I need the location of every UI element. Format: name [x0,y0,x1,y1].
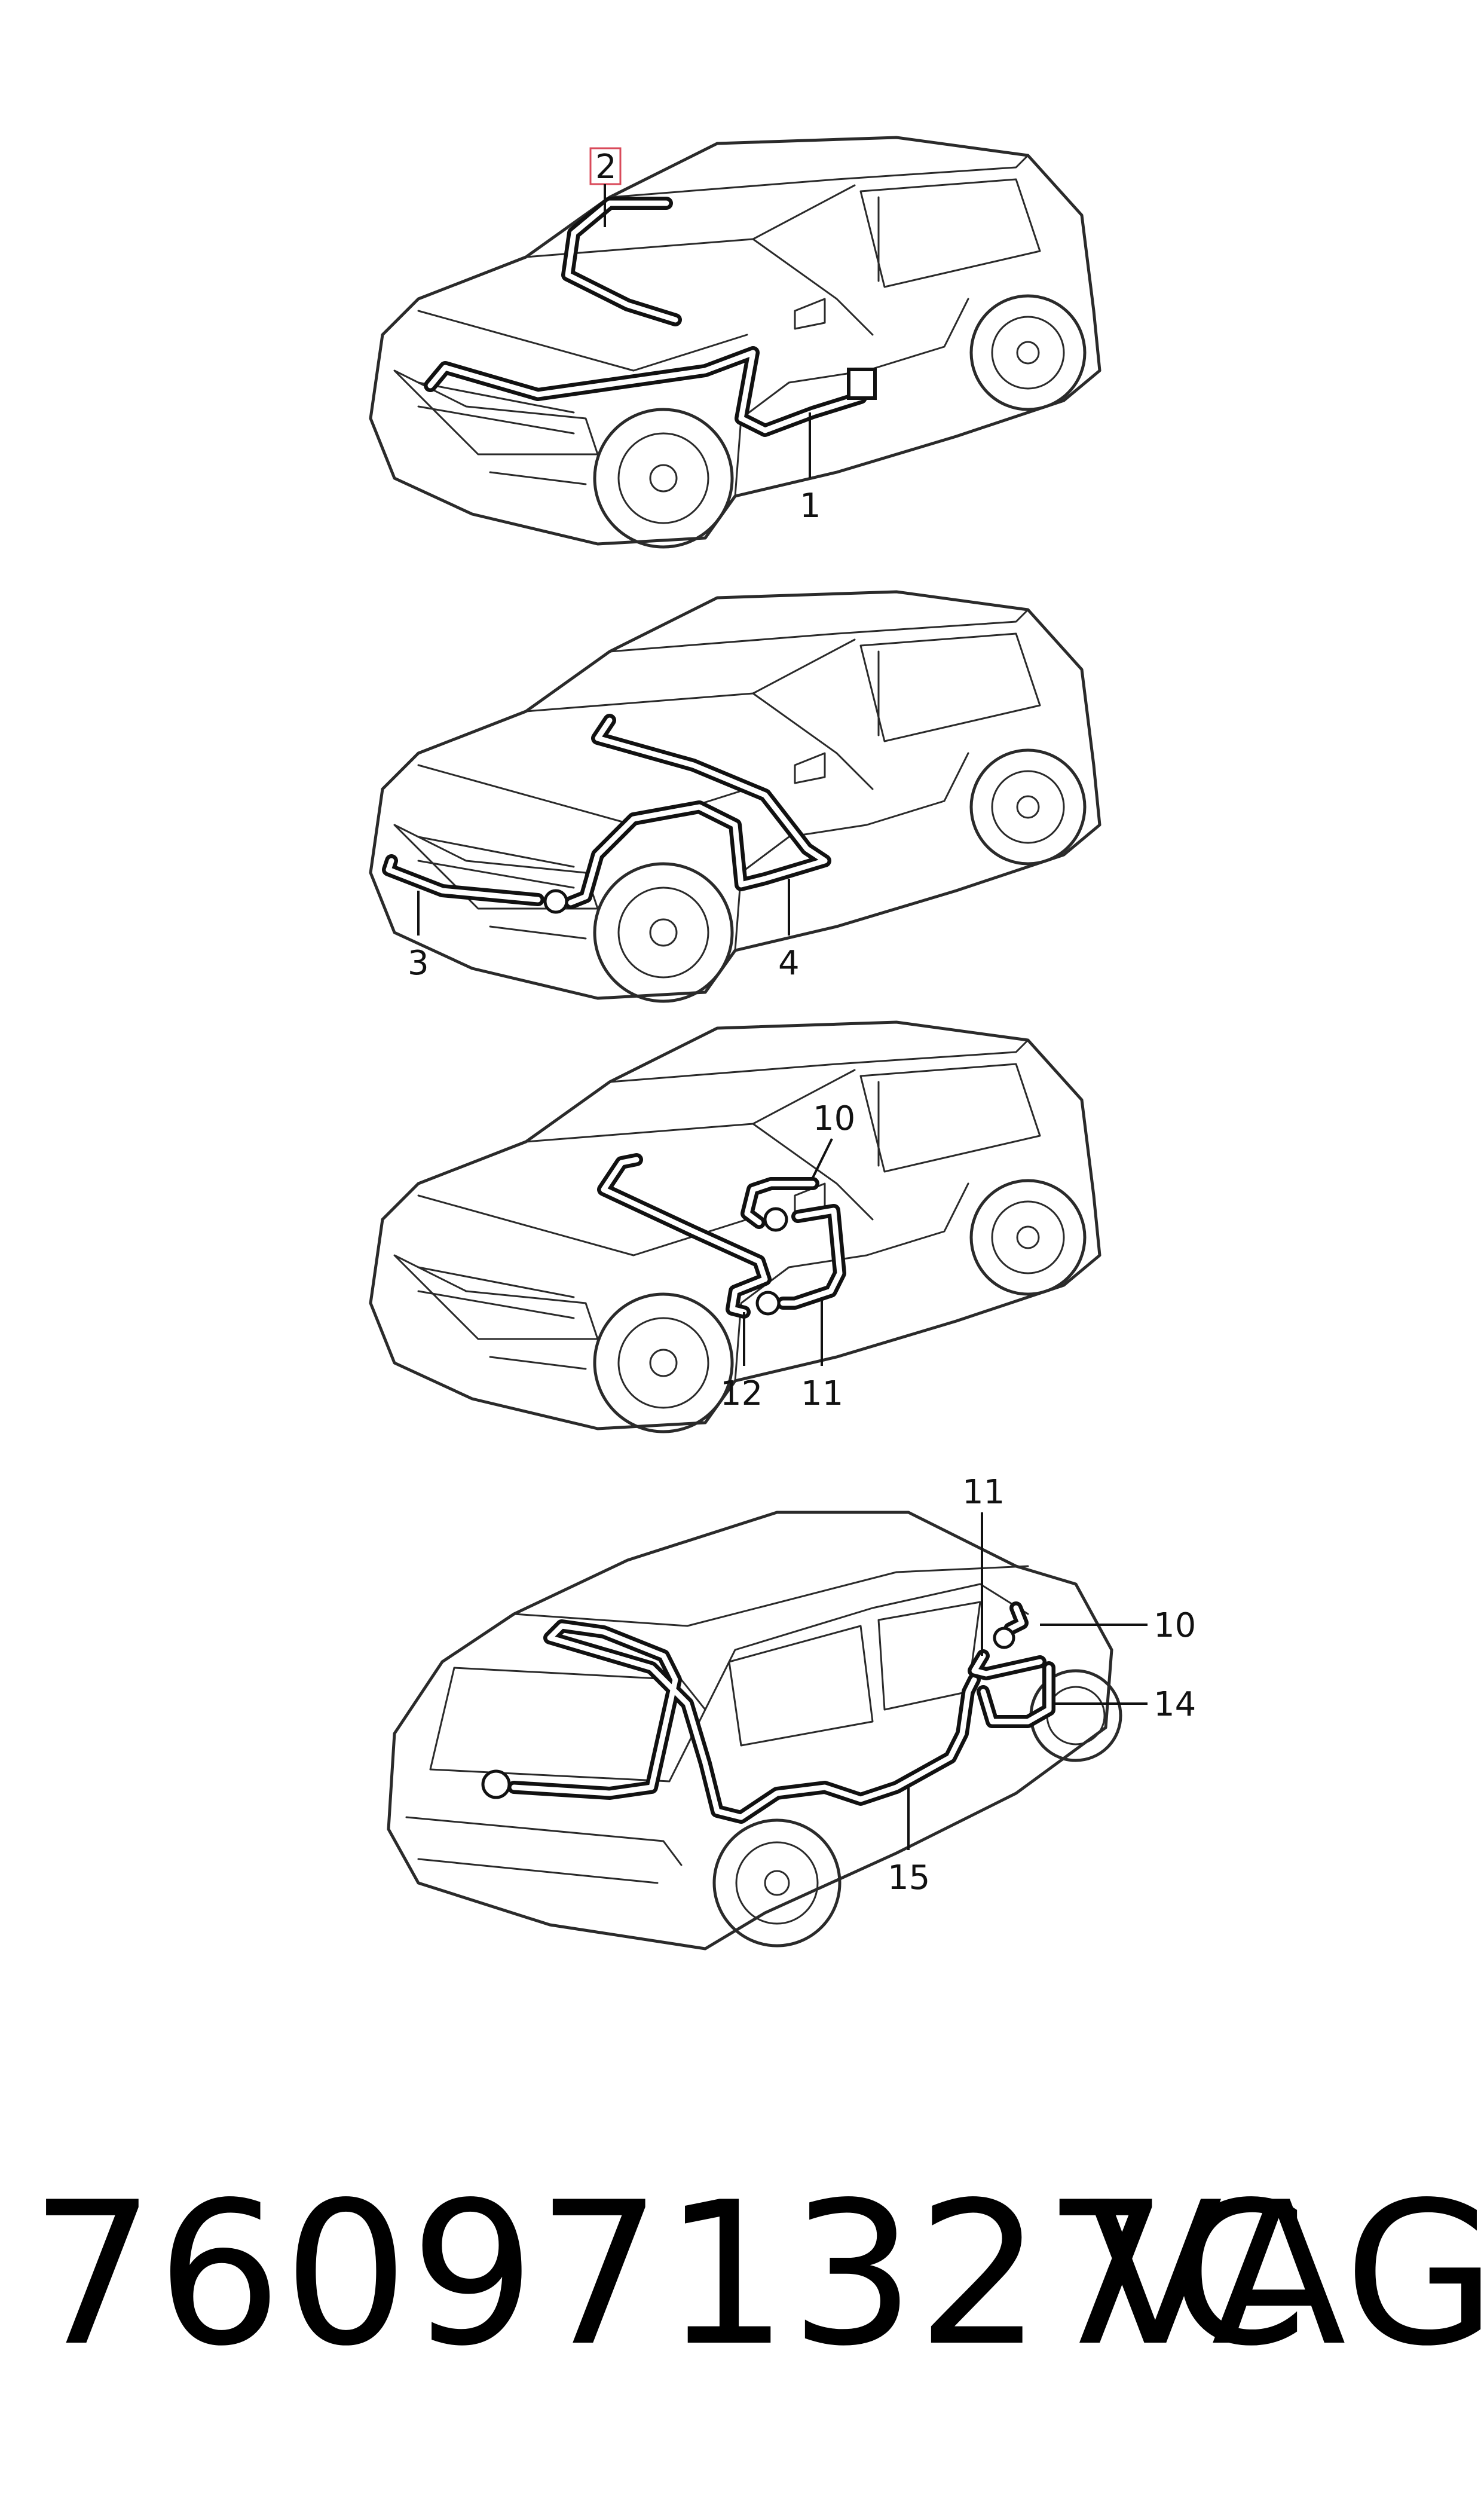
callout-12: 12 [720,1374,763,1413]
callout-10: 10 [813,1099,855,1138]
panel-1-front-view [371,137,1100,547]
panel-2-front-view [371,592,1100,1001]
callout-11: 11 [801,1374,843,1413]
callout-2: 2 [595,148,617,187]
callout-10-rear: 10 [1153,1606,1196,1645]
callout-1: 1 [800,487,821,525]
sensor-icon [543,889,568,914]
sensor-icon [481,1769,511,1799]
callout-15: 15 [888,1858,930,1897]
leader-line-10 [812,1138,833,1178]
sensor-icon [763,1207,788,1232]
panel-4-rear-view [388,1512,1121,1949]
part-number: 760971327C [30,2160,1309,2389]
callout-14: 14 [1153,1685,1196,1724]
sensor-icon [755,1291,781,1316]
callout-4: 4 [778,944,800,983]
connector-icon [847,368,877,400]
brand-label: VAG [1088,2160,1484,2389]
callout-11-rear: 11 [962,1473,1005,1512]
panel-3-front-view [371,1022,1100,1432]
callout-3: 3 [408,944,429,983]
sensor-icon [993,1627,1015,1649]
